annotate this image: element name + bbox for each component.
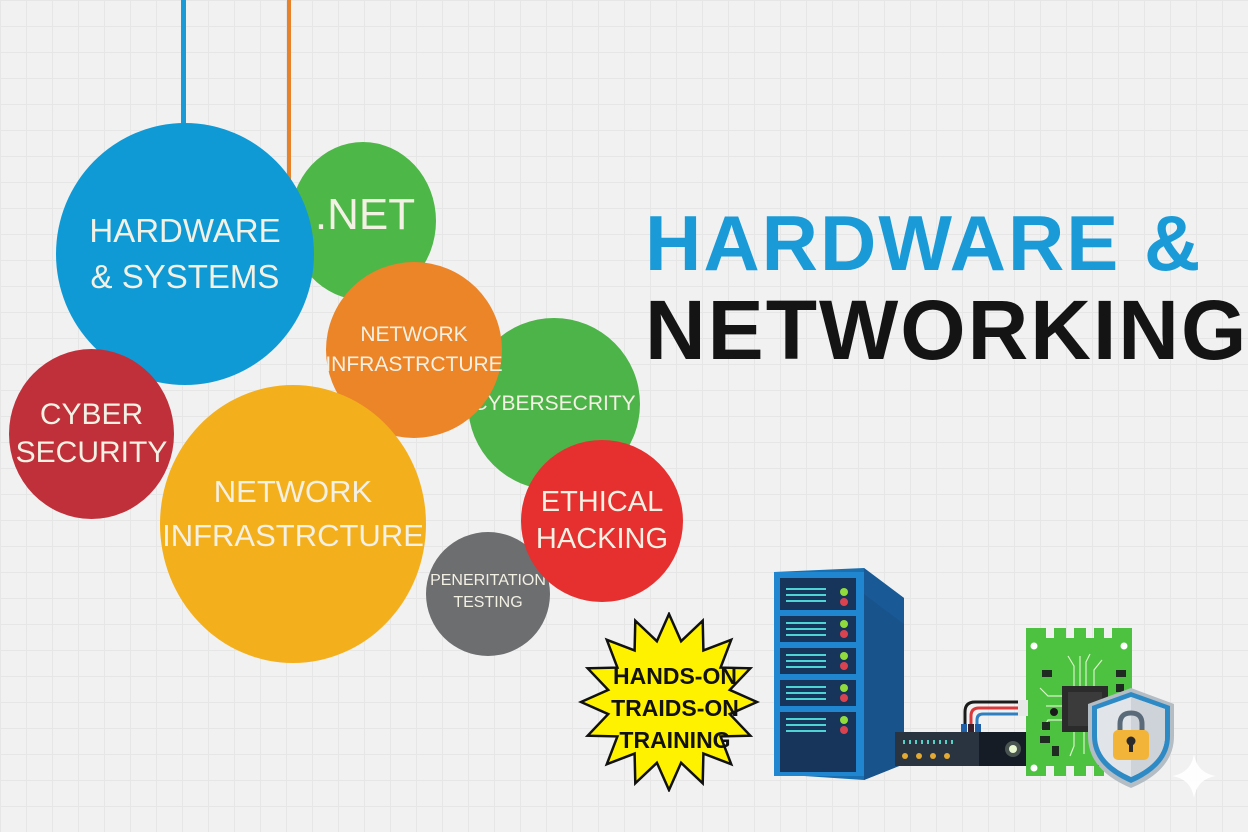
bubble-penetration-testing-line-2: TESTING: [453, 593, 523, 611]
bubble-dotnet: .NET: [290, 142, 436, 300]
bubble-network-infrastructure-large-line-2: INFRASTRCTURE: [162, 518, 424, 553]
bubble-ethical-hacking: ETHICAL HACKING: [521, 440, 683, 602]
bubble-network-infrastructure-small-line-2: INFRASTRCTURE: [325, 352, 503, 376]
starburst-badge: [578, 612, 760, 792]
bubble-cyber-security-line-2: SECURITY: [15, 436, 168, 469]
badge-line-2: TRAIDS-ON: [611, 695, 739, 721]
orange-hanging-line: [287, 0, 291, 180]
bubble-cybersecrity-line: CYBERSECRITY: [472, 391, 636, 415]
bubble-ethical-hacking-line-1: ETHICAL: [540, 486, 664, 519]
bubble-hardware-systems-line-2: & SYSTEMS: [90, 258, 280, 295]
bubble-network-infrastructure-large-line-1: NETWORK: [213, 474, 373, 510]
bubble-hardware-systems-line-1: HARDWARE: [89, 212, 281, 250]
sparkle-icon: [1172, 754, 1216, 798]
bubble-network-infrastructure-large: NETWORK INFRASTRCTURE: [160, 385, 426, 663]
headline-line-1: HARDWARE &: [645, 199, 1203, 287]
badge-line-1: HANDS-ON: [613, 663, 737, 689]
network-router-icon: [895, 700, 1028, 766]
blue-hanging-line: [181, 0, 186, 125]
bubble-dotnet-line: .NET: [314, 189, 416, 239]
server-tower-icon: [774, 568, 904, 780]
bubble-penetration-testing-line-1: PENERITATION: [430, 572, 546, 590]
shield-lock-icon: [1088, 688, 1174, 788]
bubble-cyber-security-line-1: CYBER: [39, 397, 144, 431]
badge-text: HANDS-ON TRAIDS-ON TRAINING: [590, 660, 760, 756]
bubble-network-infrastructure-small-line-1: NETWORK: [360, 323, 468, 347]
badge-line-3: TRAINING: [619, 727, 731, 753]
bubble-penetration-testing: PENERITATION TESTING: [426, 532, 550, 656]
bubble-network-infrastructure-small: NETWORK INFRASTRCTURE: [325, 262, 503, 438]
headline-line-2: NETWORKING: [645, 283, 1248, 377]
bubble-hardware-systems: HARDWARE & SYSTEMS: [56, 123, 314, 385]
bubble-cyber-security: CYBER SECURITY: [9, 349, 174, 519]
bubble-ethical-hacking-line-2: HACKING: [535, 522, 669, 555]
